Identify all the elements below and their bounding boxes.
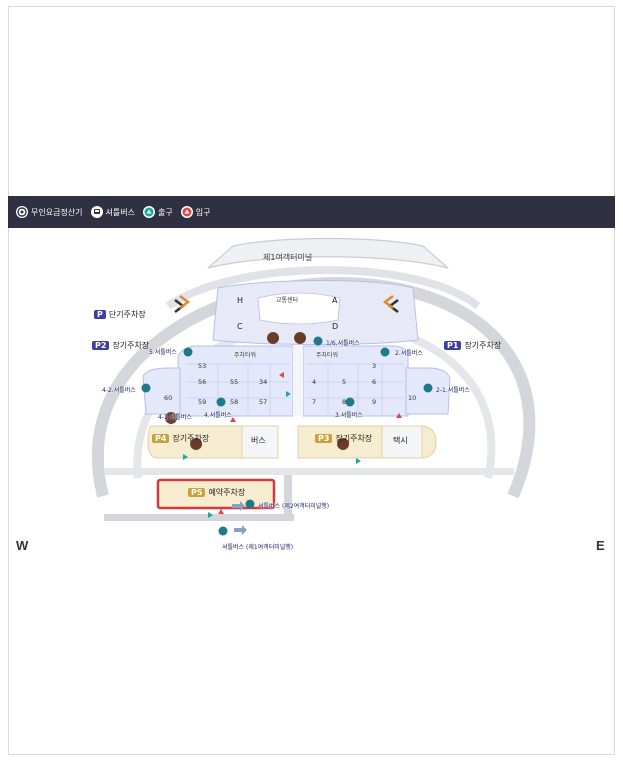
- entrance-icon: [180, 206, 193, 218]
- terminal-building: [207, 237, 449, 269]
- legend-label: 출구: [157, 207, 173, 217]
- exit-marker: [286, 391, 291, 397]
- bus-stop-label: 1/6.셔틀버스: [326, 340, 360, 347]
- shuttle-pin: [183, 347, 193, 357]
- tower-label-right: 주차타워: [316, 352, 339, 359]
- traffic-center-label: 교통센터: [276, 297, 299, 304]
- lot-number: 9: [372, 398, 377, 406]
- payment-machine-icon: [16, 206, 28, 218]
- direction-arrow: [232, 501, 245, 511]
- exit-marker: [183, 454, 188, 460]
- lot-number: 8: [342, 398, 347, 406]
- shuttle-pin: [313, 336, 323, 346]
- lot-number: 34: [259, 378, 268, 386]
- bus-stop-label: 2.셔틀버스: [395, 350, 423, 357]
- parking-map: 제1여객터미널 교통센터 H A C D 주차타워 주차타워 53 56 55 …: [8, 228, 615, 566]
- lot-number: 5: [342, 378, 347, 386]
- direction-chevron-left: [174, 295, 191, 313]
- lot-number: 56: [198, 378, 207, 386]
- legend-label: 셔틀버스: [105, 207, 135, 217]
- shuttle-pin: [423, 383, 433, 393]
- shuttle-bus-icon: [90, 206, 103, 218]
- entrance-marker: [218, 509, 224, 514]
- p5-reserve-lot: [156, 478, 276, 510]
- legend-item-payment: 무인요금정산기: [16, 206, 83, 218]
- bus-area-label: 버스: [251, 436, 266, 445]
- lot-number: 4: [312, 378, 317, 386]
- lot-number: 6: [372, 378, 377, 386]
- legend-label: 무인요금정산기: [31, 207, 83, 217]
- bus-stop-label: 4.셔틀버스: [204, 412, 232, 419]
- lot-number: 59: [198, 398, 207, 406]
- lot-number: 3: [372, 362, 377, 370]
- zone-a: A: [332, 296, 338, 305]
- map-canvas: [91, 237, 536, 536]
- bottom-road: [104, 514, 294, 521]
- entrance-marker: [230, 417, 236, 422]
- shuttle-pin: [245, 499, 255, 509]
- terminal-name: 제1여객터미널: [263, 253, 313, 262]
- lot-number: 58: [230, 398, 239, 406]
- compass-east: E: [596, 538, 605, 553]
- tower-label-left: 주차타워: [234, 352, 257, 359]
- zone-d: D: [332, 322, 339, 331]
- bus-stop-label: 5.셔틀버스: [149, 349, 177, 356]
- shuttle-pin: [345, 397, 355, 407]
- exit-marker: [356, 458, 361, 464]
- entrance-marker: [279, 372, 284, 378]
- zone-c: C: [237, 322, 243, 331]
- payment-pin: [267, 332, 280, 351]
- shuttle-pin: [216, 397, 226, 407]
- payment-pin: [337, 438, 350, 457]
- terminal-curve: [165, 266, 481, 310]
- bus-stop-label: 4-2.셔틀버스: [102, 387, 136, 394]
- lot-number: 60: [164, 394, 173, 402]
- legend-item-entrance: 입구: [180, 206, 211, 218]
- payment-pin: [165, 412, 178, 431]
- lot-number: 10: [408, 394, 417, 402]
- bus-stop-label: 3.셔틀버스: [335, 412, 363, 419]
- bus-stop-label: 4-1.셔틀버스: [158, 414, 192, 421]
- exit-marker: [208, 512, 213, 518]
- payment-pin: [294, 332, 307, 351]
- bus-stop-label: 셔틀버스 (제1여객터미널행): [222, 544, 294, 551]
- legend-bar: [8, 196, 615, 228]
- bus-stop-label: 셔틀버스 (제2여객터미널행): [258, 503, 330, 510]
- payment-pin: [190, 438, 203, 457]
- lot-number: 7: [312, 398, 317, 406]
- legend-item-shuttle: 셔틀버스: [90, 206, 135, 218]
- lot-number: 55: [230, 378, 239, 386]
- legend-label: 입구: [195, 207, 211, 217]
- direction-arrow: [234, 525, 247, 535]
- bus-stop-label: 2-1.셔틀버스: [436, 387, 470, 394]
- legend: 무인요금정산기 셔틀버스 출구 입구: [16, 204, 210, 220]
- taxi-area-label: 택시: [393, 436, 408, 445]
- exit-icon: [142, 206, 155, 218]
- lot-number: 57: [259, 398, 268, 406]
- entrance-marker: [396, 413, 402, 418]
- shuttle-pin: [141, 383, 151, 393]
- compass-west: W: [16, 538, 29, 553]
- shuttle-pin: [380, 347, 390, 357]
- shuttle-pin: [218, 526, 228, 536]
- zone-h: H: [237, 296, 244, 305]
- legend-item-exit: 출구: [142, 206, 173, 218]
- lot-number: 53: [198, 362, 207, 370]
- direction-chevron-right: [382, 295, 399, 313]
